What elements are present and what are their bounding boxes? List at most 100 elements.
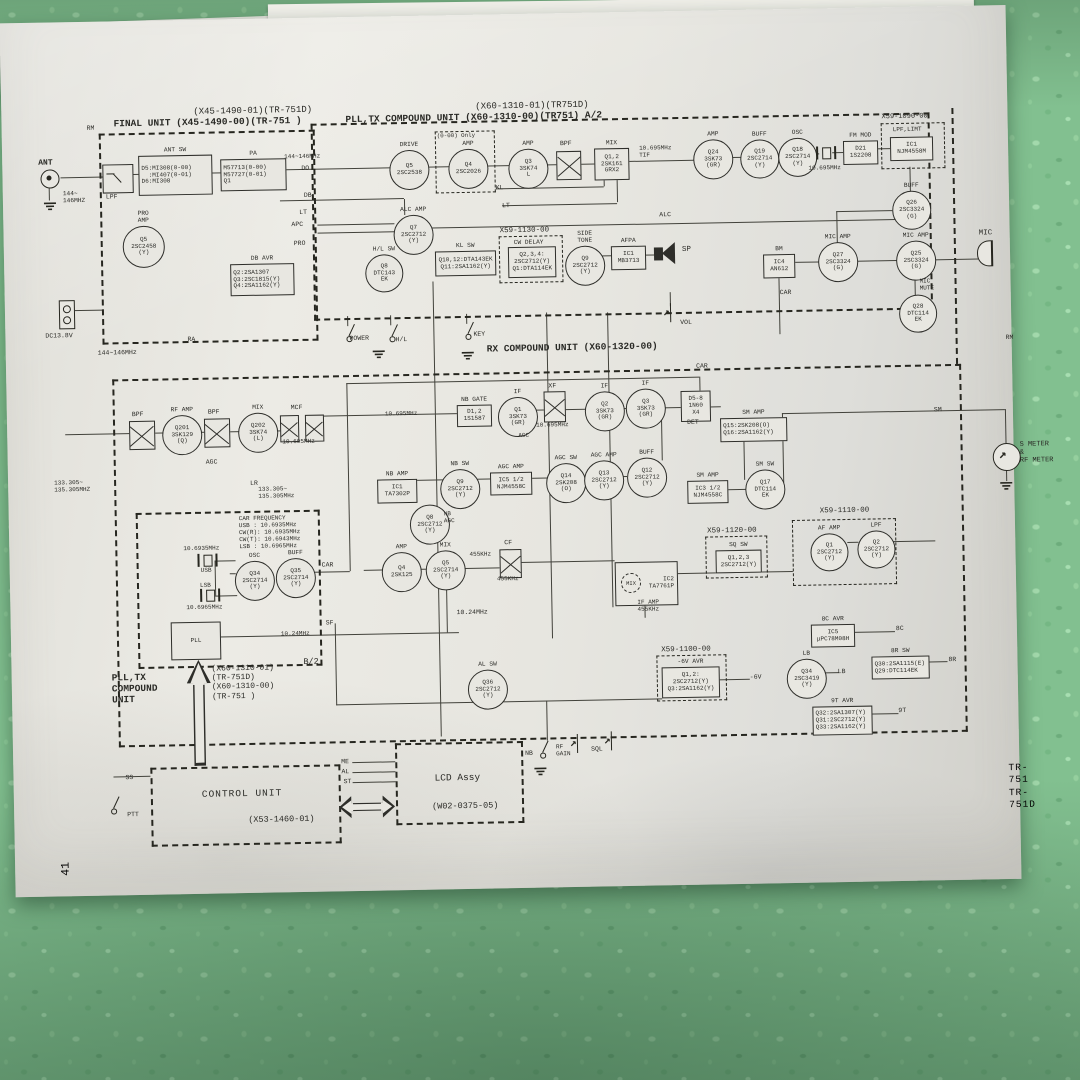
rail-9t-label: 9T <box>898 707 906 715</box>
drive-q5-title: DRIVE <box>400 142 419 149</box>
rail-8r-label: 8R <box>948 656 956 664</box>
cf-label: CF <box>504 539 512 547</box>
nb-sw-q9-line-2: (Y) <box>455 492 466 499</box>
lpf-q2-line-2: (Y) <box>871 553 882 560</box>
al-sw-q36-line-2: (Y) <box>483 693 494 700</box>
sql-pot <box>604 731 619 750</box>
s-meter-label: S METER & RF METER <box>1019 440 1053 465</box>
nb-sw-q9-title: NB SW <box>450 461 469 468</box>
hl-sw-q8-title: H/L SW <box>373 246 395 253</box>
control-lcd-arrow <box>339 795 395 818</box>
pll-b2-id: (X60-1310-01) (TR-751D) (X60-1310-00) (T… <box>211 664 274 702</box>
agc-label-2: AGC <box>518 433 529 440</box>
amp-q4-tx-title: AMP <box>462 141 473 148</box>
osc-xtal-freq-label: 10.695MHz <box>808 165 841 172</box>
xf-filter <box>543 391 566 422</box>
freq-1024-label-2: 10.24MHz <box>281 631 310 638</box>
wire-67 <box>73 310 103 312</box>
avr-8c-box-title: 8C AVR <box>822 616 844 623</box>
bpf-label-2: BPF <box>208 408 220 416</box>
ground-ant <box>44 202 56 211</box>
fm-mod-box-line-1: 1S2208 <box>850 152 872 159</box>
mic-amp-q27-line-2: (G) <box>833 265 844 272</box>
mix-q202-line-2: (L) <box>253 436 264 443</box>
speaker-symbol <box>654 247 663 260</box>
mix-q202-title: MIX <box>252 405 263 412</box>
osc-q34-title: OSC <box>249 553 260 560</box>
mic-label: MIC <box>979 229 993 238</box>
sql-label: SQL <box>591 746 603 754</box>
agc-amp-q13-line-2: (Y) <box>599 484 610 491</box>
cf-filter <box>499 549 522 578</box>
sw-8r-box-title: 8R SW <box>891 648 910 655</box>
wire-66 <box>49 189 50 201</box>
xf-label: XF <box>548 382 556 390</box>
xtal-usb <box>197 554 217 567</box>
car-label-3: CAR <box>322 561 334 569</box>
wire-0 <box>60 177 104 179</box>
power-label: POWER <box>349 335 369 343</box>
freq-455-label-1: 455KHz <box>469 552 491 559</box>
bpf-rx1-filter <box>129 421 156 450</box>
x59-1100-id: X59-1100-00 <box>661 646 711 656</box>
x59-1120-id: X59-1120-00 <box>707 527 757 537</box>
nb-agc-label: NB AGC <box>444 511 455 525</box>
drive-q5-line-1: 2SC2538 <box>397 170 422 177</box>
ground-power-sw <box>373 350 385 359</box>
freq-10695-xf: 10.695MHz <box>536 422 569 429</box>
lr-label: LR <box>250 480 258 488</box>
pa-box-title: PA <box>249 151 257 158</box>
lb-q34-title: LB <box>803 651 811 658</box>
lpf-limiter-label: LPF,LIMT <box>893 127 922 134</box>
sf-label: SF <box>326 619 334 627</box>
pll-tx-unit-label: PLL,TX COMPOUND UNIT <box>112 673 158 707</box>
freq-10695-mid: 10.695MHz <box>385 411 418 418</box>
nb-gate-box-line-1: 1S1587 <box>464 416 486 423</box>
buff-q35-title: BUFF <box>288 550 303 557</box>
lsb-freq-label: 10.6965MHz <box>186 604 222 612</box>
lpf-q2-title: LPF <box>870 523 881 530</box>
sq-sw-box-title: SQ SW <box>729 542 748 549</box>
agc-sw-q14-line-2: (O) <box>561 486 572 493</box>
if-q3-line-2: (GR) <box>639 412 654 419</box>
buff-q26-line-2: (G) <box>906 214 917 221</box>
x59-1090-id: X59-1090-00 <box>881 112 927 121</box>
wire-53 <box>352 761 395 763</box>
det-box-line-2: X4 <box>692 410 699 417</box>
fm-mod-box-title: FM MOD <box>849 133 871 140</box>
side-tone-q9-line-2: (Y) <box>580 269 591 276</box>
rm-label-2: RM <box>1006 334 1014 342</box>
side-tone-q9-title: SIDE TONE <box>577 231 592 245</box>
cw-delay-label: CW DELAY <box>514 239 544 247</box>
hl-sw-q8-line-2: EK <box>381 277 388 284</box>
rf-amp-q201-line-2: (Q) <box>177 438 188 445</box>
usb-label: USB <box>201 568 212 575</box>
wire-55 <box>353 781 396 783</box>
ant-connector <box>40 169 59 188</box>
bm-box-line-1: AN612 <box>770 266 788 273</box>
if-q1-title: IF <box>514 389 522 396</box>
pa-box-line-2: Q1 <box>224 179 231 186</box>
ant-sw-box-line-2: D6:MI308 <box>142 179 171 186</box>
lb-label: LB <box>838 668 846 676</box>
q4-option-label: (0-00) Only <box>437 133 475 140</box>
if-q2-line-2: (GR) <box>598 415 613 422</box>
amp-q4-rx-title: AMP <box>396 544 407 551</box>
car-label-2: CAR <box>696 363 708 371</box>
lpf-final-box <box>102 164 134 194</box>
page-number: 41 <box>59 862 72 876</box>
nb-label: NB <box>525 750 533 758</box>
wire-54 <box>352 771 395 773</box>
avr-8c-box-line-1: μPC78M08H <box>817 635 850 642</box>
